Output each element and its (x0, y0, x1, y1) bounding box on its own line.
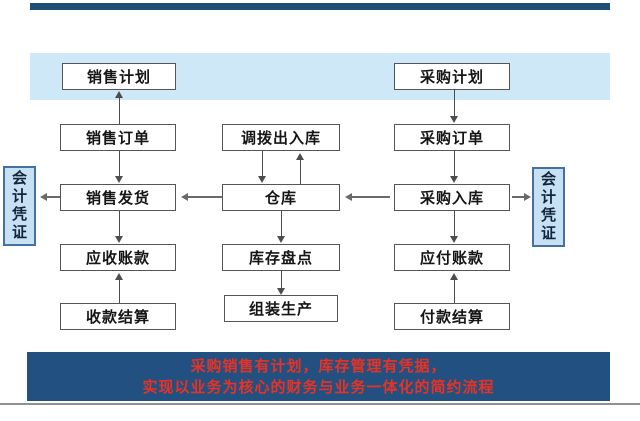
node-voucher-left: 会计凭证 (3, 166, 36, 246)
node-assembly-production: 组装生产 (224, 295, 338, 322)
bottom-divider-line (0, 403, 640, 405)
node-inventory-count: 库存盘点 (222, 244, 340, 271)
node-sales-order: 销售订单 (60, 124, 176, 151)
node-transfer-in-out: 调拨出入库 (222, 124, 340, 151)
slogan-banner: 采购销售有计划，库存管理有凭据， 实现以业务为核心的财务与业务一体化的简约流程 (27, 352, 610, 401)
node-warehouse: 仓库 (222, 184, 340, 211)
top-accent-bar (30, 3, 610, 10)
node-accounts-receivable: 应收账款 (60, 244, 176, 271)
node-sales-delivery: 销售发货 (60, 184, 176, 211)
node-purchase-plan: 采购计划 (394, 63, 510, 90)
node-payment-settlement: 付款结算 (394, 303, 510, 330)
node-accounts-payable: 应付账款 (394, 244, 510, 271)
slogan-line-2: 实现以业务为核心的财务与业务一体化的简约流程 (142, 377, 495, 396)
node-receipt-settlement: 收款结算 (60, 303, 176, 330)
node-purchase-receipt: 采购入库 (394, 184, 510, 211)
node-purchase-order: 采购订单 (394, 124, 510, 151)
node-sales-plan: 销售计划 (62, 63, 176, 90)
slogan-line-1: 采购销售有计划，库存管理有凭据， (190, 356, 447, 375)
node-voucher-right: 会计凭证 (532, 167, 565, 247)
